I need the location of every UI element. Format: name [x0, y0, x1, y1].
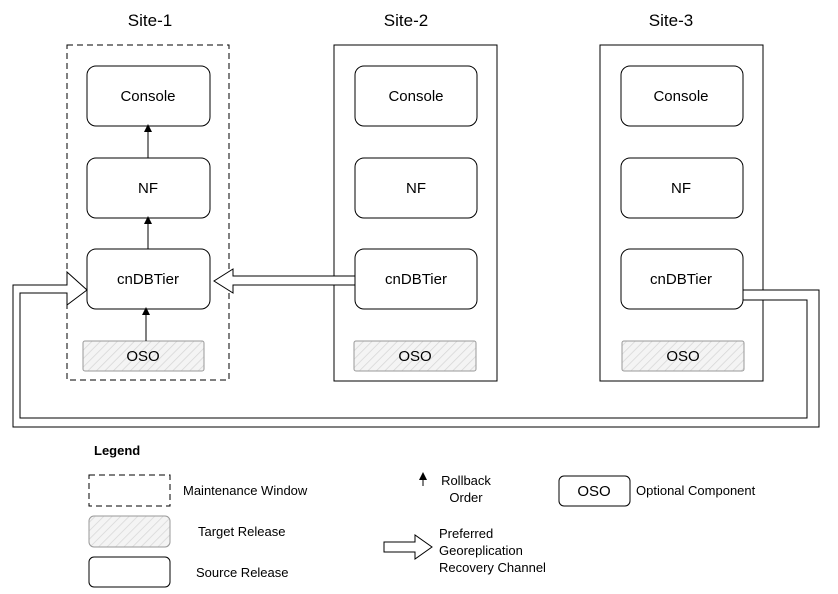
site-2-cndbtier-label: cnDBTier [385, 271, 447, 288]
legend-optional-swatch [558, 475, 631, 507]
site-1-console-box[interactable]: Console [86, 65, 211, 127]
site-3-title: Site-3 [649, 11, 693, 30]
legend-channel-label-line2: Georeplication [439, 543, 523, 558]
site-2-console-label: Console [388, 88, 443, 105]
site-1-cndbtier-box[interactable]: cnDBTier [86, 248, 211, 310]
legend-rollback-label-line2: Order [449, 490, 483, 505]
site-2-nf-box[interactable]: NF [354, 157, 478, 219]
legend-title: Legend [94, 443, 140, 458]
legend-maintenance-window-swatch [88, 474, 171, 507]
site-1-title: Site-1 [128, 11, 172, 30]
legend-optional-swatch-label: OSO [577, 483, 610, 500]
site-3-cndbtier-box[interactable]: cnDBTier [620, 248, 744, 310]
replication-channel-site2-to-site1 [213, 268, 356, 294]
site-2-oso-box[interactable]: OSO [353, 340, 477, 372]
site-1-cndbtier-label: cnDBTier [117, 271, 179, 288]
site-1-oso-box[interactable]: OSO [82, 340, 205, 372]
site-2-oso-label: OSO [398, 348, 431, 365]
site-3-console-box[interactable]: Console [620, 65, 744, 127]
legend-target-release-swatch [88, 515, 171, 548]
legend-source-release-label: Source Release [196, 565, 289, 580]
legend-channel-arrow-icon [383, 534, 433, 560]
site-1-maintenance-window [66, 44, 230, 381]
site-1-oso-label: OSO [126, 348, 159, 365]
site-3-frame [599, 44, 764, 382]
replication-channel-site3-to-site1 [12, 270, 820, 428]
site-2-frame [333, 44, 498, 382]
site-2-title: Site-2 [384, 11, 428, 30]
site-1-console-label: Console [120, 88, 175, 105]
legend-optional-component-label: Optional Component [636, 483, 756, 498]
site-1-nf-label: NF [138, 180, 158, 197]
legend-channel-label-line3: Recovery Channel [439, 560, 546, 575]
site-3-oso-label: OSO [666, 348, 699, 365]
site-3-console-label: Console [653, 88, 708, 105]
site-3-nf-box[interactable]: NF [620, 157, 744, 219]
site-2-nf-label: NF [406, 180, 426, 197]
legend-rollback-label-line1: Rollback [441, 473, 491, 488]
site-2-cndbtier-box[interactable]: cnDBTier [354, 248, 478, 310]
site-3-oso-box[interactable]: OSO [621, 340, 745, 372]
site-1-nf-box[interactable]: NF [86, 157, 211, 219]
legend-source-release-swatch [88, 556, 171, 588]
legend-channel-label-line1: Preferred [439, 526, 493, 541]
legend-maintenance-window-label: Maintenance Window [183, 483, 308, 498]
legend-target-release-label: Target Release [198, 524, 285, 539]
site-3-cndbtier-label: cnDBTier [650, 271, 712, 288]
site-2-console-box[interactable]: Console [354, 65, 478, 127]
site-3-nf-label: NF [671, 180, 691, 197]
